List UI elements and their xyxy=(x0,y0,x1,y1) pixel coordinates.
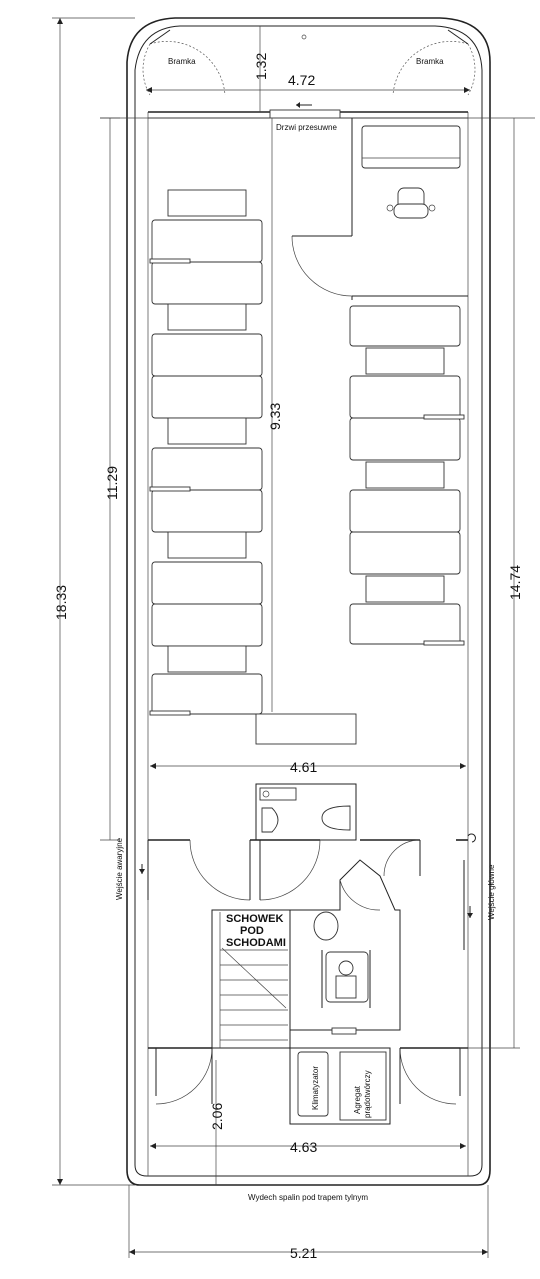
dim-total-length: 18.33 xyxy=(53,585,69,620)
dim-rear-width: 4.63 xyxy=(290,1139,317,1155)
accessible-wc-room xyxy=(289,859,401,1031)
wc-room xyxy=(255,783,357,841)
sliding-door xyxy=(269,109,341,119)
cabin-door-swing xyxy=(291,235,353,297)
air-conditioner-label: Klimatyzator xyxy=(311,1066,320,1110)
gate-left-swing xyxy=(149,41,226,96)
gate-right-swing xyxy=(392,41,469,96)
dim-mid-length: 9.33 xyxy=(267,403,283,430)
dimension-arrows xyxy=(57,18,488,1255)
emergency-entry-label: Wejście awaryjne xyxy=(115,837,124,900)
storage-label-3: SCHODAMI xyxy=(226,937,286,949)
generator xyxy=(339,1051,387,1121)
driver-seat xyxy=(386,187,436,219)
accessible-wc-toilet xyxy=(313,911,339,941)
bus-inner-wall xyxy=(134,25,483,1177)
dim-mid-width: 4.61 xyxy=(290,759,317,775)
dim-left-length: 11.29 xyxy=(104,466,120,500)
generator-label-1: Agregat xyxy=(353,1085,362,1114)
right-bunks xyxy=(349,305,465,646)
main-entry-label: Wejście główne xyxy=(487,864,496,920)
wc-sink xyxy=(259,787,297,801)
bus-outer-wall xyxy=(126,17,491,1186)
generator-label-2: prądotwórczy xyxy=(363,1070,372,1118)
storage-label-1: SCHOWEK xyxy=(226,913,284,925)
dim-total-width: 5.21 xyxy=(290,1245,317,1261)
air-conditioner xyxy=(297,1051,329,1117)
dimension-lines xyxy=(52,17,520,1258)
technical-room xyxy=(289,1047,391,1125)
dim-right-length: 14.74 xyxy=(507,565,523,600)
wc-toilet xyxy=(261,807,279,833)
gate-right-label: Bramka xyxy=(416,57,444,66)
dashboard xyxy=(361,125,461,169)
wc-washbasin xyxy=(321,805,351,831)
dim-rear-depth: 2.06 xyxy=(209,1103,225,1130)
dim-front-width: 4.72 xyxy=(288,72,315,88)
left-bunks xyxy=(149,189,263,716)
storage-label-2: POD xyxy=(240,925,264,937)
exhaust-label: Wydech spalin pod trapem tylnym xyxy=(248,1193,368,1202)
stairs xyxy=(219,912,288,1048)
dim-front-depth: 1.32 xyxy=(253,53,269,80)
wheelchair-icon xyxy=(321,950,371,1008)
central-table xyxy=(255,713,357,745)
sliding-door-label: Drzwi przesuwne xyxy=(276,123,337,132)
gate-left-label: Bramka xyxy=(168,57,196,66)
